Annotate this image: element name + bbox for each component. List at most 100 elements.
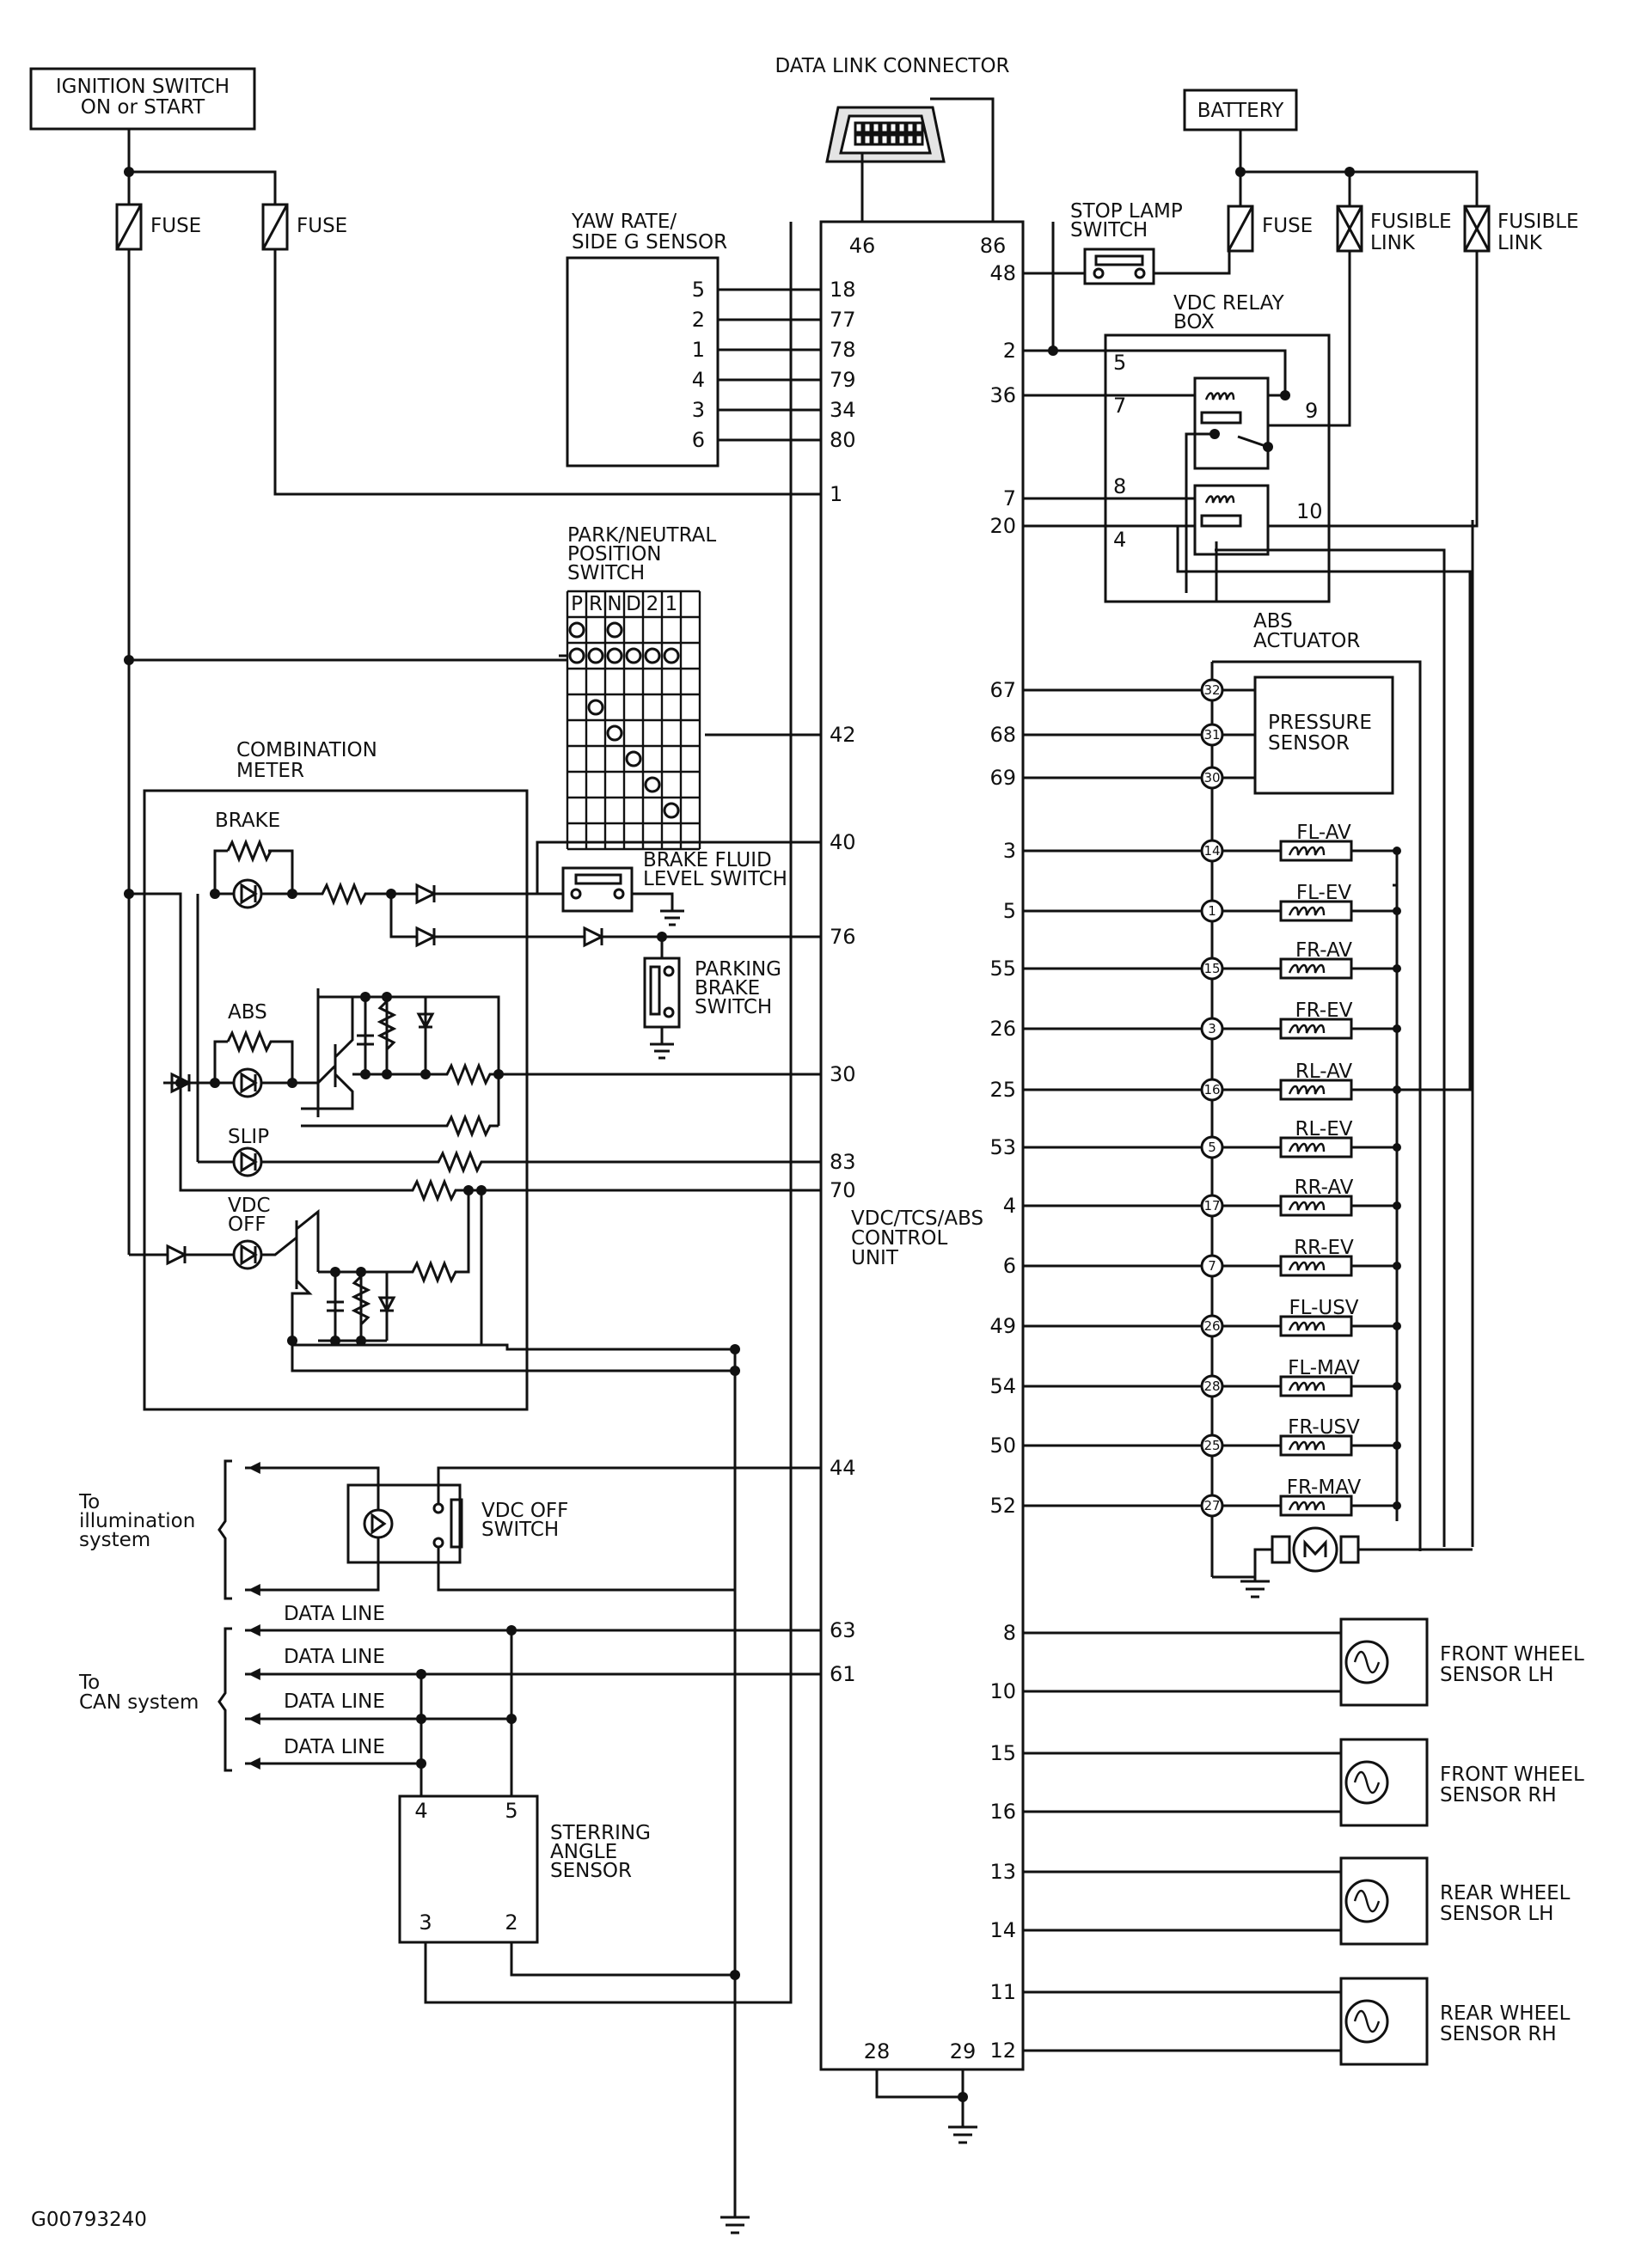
pin-label: 4	[414, 1799, 427, 1823]
pin-label: 67	[989, 678, 1016, 702]
pin-label: 5	[505, 1799, 517, 1823]
pin-label: 83	[830, 1150, 856, 1174]
pin-label: 2	[1003, 339, 1016, 363]
pin-label: 15	[989, 1741, 1016, 1765]
wheel-sensor-label: REAR WHEEL	[1440, 1882, 1571, 1904]
pin-label: 50	[989, 1434, 1016, 1458]
vdc-off-indicator-lamp	[232, 1239, 263, 1270]
wheel-sensor-label-2: SENSOR LH	[1440, 1903, 1553, 1925]
vdc-off-switch-label: VDC OFF	[481, 1500, 568, 1522]
pin-label: 9	[1305, 399, 1318, 423]
pin-label: 10	[989, 1679, 1016, 1703]
fuse-label: FUSE	[297, 215, 347, 237]
pin-label: 12	[989, 2039, 1016, 2063]
pin-label: 69	[989, 766, 1016, 790]
to-illumination-label: To	[78, 1491, 100, 1513]
pin-label: 61	[830, 1662, 856, 1686]
pin-label: 8	[1003, 1621, 1016, 1645]
vdc-relay-box: VDC RELAY BOX 5 7 9 8 10 4	[1104, 292, 1331, 603]
actuator-pin-label: 32	[1203, 682, 1220, 698]
to-illumination-label-3: system	[79, 1529, 150, 1551]
switch-contact	[644, 647, 661, 664]
pin-label: 77	[830, 308, 856, 332]
sine-icon	[1353, 2009, 1381, 2033]
to-illumination-label-2: illumination	[79, 1510, 195, 1532]
switch-contact	[606, 621, 623, 639]
coil	[1288, 963, 1326, 974]
coil	[1288, 846, 1326, 856]
steering-label-2: ANGLE	[550, 1841, 617, 1863]
dlc-pin-grid	[854, 121, 924, 146]
abs-warning-lamp	[232, 1067, 263, 1098]
data-link-connector: DATA LINK CONNECTOR	[775, 55, 1010, 163]
brake-fluid-label: BRAKE FLUID	[643, 849, 772, 871]
dlc-pin	[862, 133, 873, 146]
pin-label: 25	[989, 1078, 1016, 1102]
dlc-pin	[914, 133, 924, 146]
vdc-off-switch-label-2: SWITCH	[481, 1519, 559, 1541]
dlc-pin	[905, 121, 916, 134]
vdc-relay-box-label: VDC RELAY	[1173, 292, 1285, 315]
pin-label: 86	[980, 234, 1007, 258]
ground-symbol	[948, 2125, 977, 2144]
diagram-id: G00793240	[31, 2209, 147, 2231]
battery-fuse: FUSE	[1227, 205, 1313, 253]
pin-label: 48	[989, 261, 1016, 285]
brake-warning-lamp	[232, 878, 263, 909]
control-unit-label-2: CONTROL	[851, 1227, 948, 1250]
actuator-pin-label: 16	[1203, 1082, 1220, 1097]
pin-label: 18	[830, 278, 856, 302]
pin-label: 3	[419, 1910, 432, 1935]
park-neutral-label: PARK/NEUTRAL	[567, 524, 716, 547]
wheel-sensor-label: FRONT WHEEL	[1440, 1643, 1584, 1666]
fuse-label: FUSE	[1262, 215, 1313, 237]
switch-contact	[568, 647, 585, 664]
pin-label: 53	[989, 1135, 1016, 1159]
actuator-pin-label: 14	[1203, 843, 1220, 859]
pin-label: 16	[989, 1800, 1016, 1824]
can-bracket: To CAN system	[78, 1627, 232, 1772]
pin-label: 1	[692, 338, 705, 362]
pin-label: 7	[1113, 394, 1126, 418]
parking-brake-label-2: BRAKE	[695, 977, 760, 1000]
pin-label: 76	[830, 925, 856, 949]
coil	[1288, 1440, 1326, 1451]
actuator-pin-label: 17	[1203, 1198, 1220, 1213]
dlc-pin	[897, 133, 907, 146]
actuator-pin-label: 25	[1203, 1438, 1220, 1453]
steering-angle-sensor: 4 5 3 2 STERRING ANGLE SENSOR	[398, 1794, 651, 1944]
relay-coil	[1204, 392, 1235, 400]
relay-contact	[1200, 411, 1242, 425]
pin-label: 6	[1003, 1254, 1016, 1278]
pin-label: 14	[989, 1918, 1016, 1942]
control-unit: VDC/TCS/ABS CONTROL UNIT 187778793480142…	[819, 220, 1025, 2071]
pin-label: 42	[830, 723, 856, 747]
relay-contact	[1200, 514, 1242, 528]
gear-position: P	[571, 593, 583, 615]
vdc-off-switch[interactable]: VDC OFF SWITCH	[346, 1483, 568, 1564]
data-line-label: DATA LINE	[284, 1690, 385, 1713]
pin-label: 4	[1113, 528, 1126, 552]
pin-label: 2	[692, 308, 705, 332]
ground-symbol	[660, 909, 684, 926]
pin-label: 26	[989, 1017, 1016, 1041]
gear-position: R	[589, 593, 603, 615]
ignition-fuse-1: FUSE	[115, 203, 201, 251]
pin-label: 52	[989, 1494, 1016, 1518]
illumination-bracket: To illumination system	[78, 1459, 232, 1600]
data-line-label: DATA LINE	[284, 1603, 385, 1625]
wheel-sensor-label: REAR WHEEL	[1440, 2002, 1571, 2025]
gear-position: D	[626, 593, 641, 615]
to-can-label-2: CAN system	[79, 1691, 199, 1714]
sine-icon	[1353, 1770, 1381, 1794]
vdc-off-lamp-label: VDC	[228, 1195, 271, 1217]
wheel-sensor-label-2: SENSOR LH	[1440, 1664, 1553, 1686]
steering-label-3: SENSOR	[550, 1860, 632, 1882]
pin-label: 30	[830, 1062, 856, 1086]
